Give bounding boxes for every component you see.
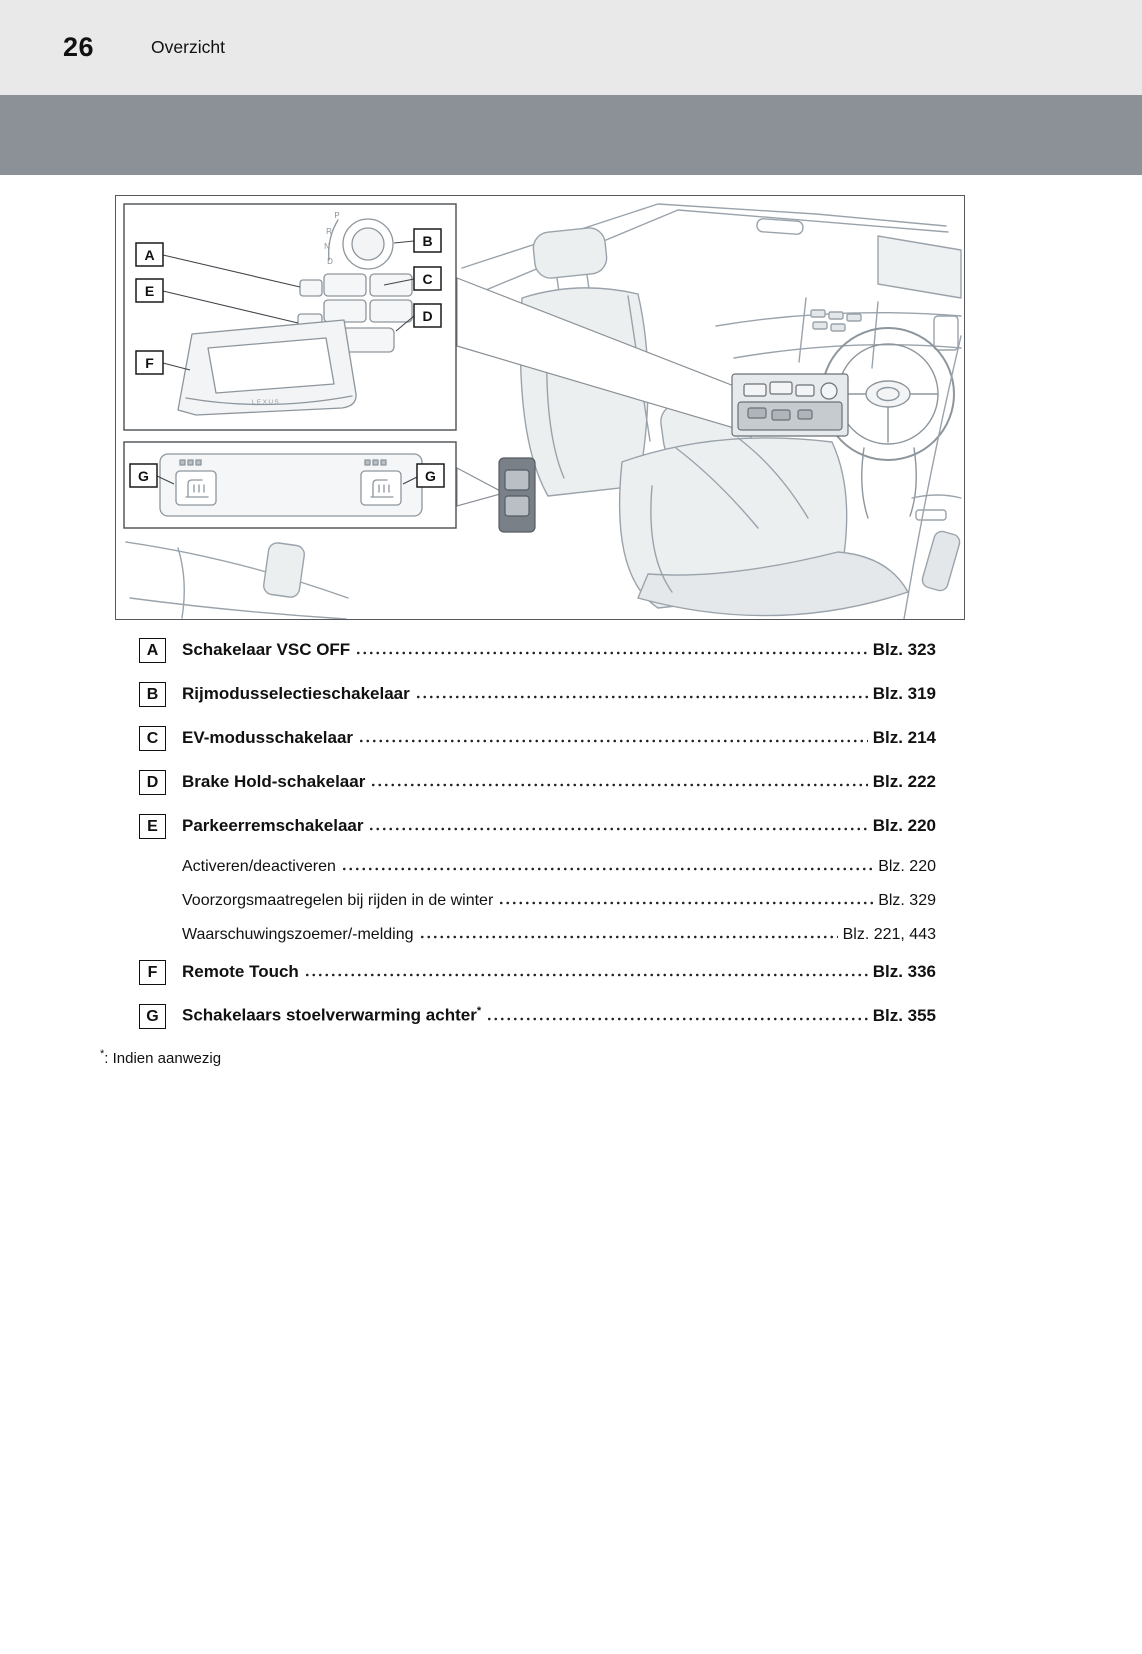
callout-badge-g-left [129,463,158,488]
callout-letter-e: E [145,283,154,299]
index-row-g: G Schakelaars stoelverwarming achter* Bl… [139,1004,936,1029]
index-label: Waarschuwingszoemer/-melding [182,926,414,943]
index-label: Schakelaars stoelverwarming achter* [182,1004,482,1025]
gear-label-p: P [334,211,339,220]
index-row-b: B Rijmodusselectieschakelaar Blz. 319 [139,682,936,707]
footnote-marker: * [476,1004,482,1017]
dotted-leader [486,1016,868,1021]
footnote-text: Indien aanwezig [112,1050,222,1067]
page-reference: Blz. 355 [872,1005,936,1025]
callout-badge-f [135,350,164,375]
footnote-marker: * [100,1048,105,1060]
index-row-d: D Brake Hold-schakelaar Blz. 222 [139,770,936,795]
callout-badge: E [139,814,166,839]
callout-letter-d: D [422,308,432,324]
callout-letter-g-right: G [425,468,436,484]
callout-beam-heater [456,467,506,507]
page-number: 26 [63,32,95,62]
dotted-leader [368,826,868,831]
index-row-e: E Parkeerremschakelaar Blz. 220 [139,814,936,839]
chapter-band [0,95,1142,175]
callout-letter-g-left: G [138,468,149,484]
dotted-leader [414,694,868,699]
callout-badge: G [139,1004,166,1029]
dotted-leader [358,738,868,743]
index-subrow: Waarschuwingszoemer/-melding Blz. 221, 4… [139,926,936,944]
seat-heater-inset: G G [123,441,457,529]
page-reference: Blz. 220 [872,815,936,835]
callout-badge-d [413,303,442,328]
dotted-leader [303,972,868,977]
page-reference: Blz. 319 [872,683,936,703]
callout-badge-g-right [416,463,445,488]
callout-badge: B [139,682,166,707]
dotted-leader [418,935,838,939]
passenger-seat [618,395,909,617]
page-reference: Blz. 323 [872,639,936,659]
page-reference: Blz. 214 [872,727,936,747]
callout-badge: F [139,960,166,985]
console-inset: P R N D LEXUS [123,203,457,431]
index-label: Voorzorgsmaatregelen bij rijden in de wi… [182,892,494,909]
dotted-leader [355,650,868,655]
callout-badge: D [139,770,166,795]
callout-badge-e [135,278,164,303]
interior-illustration: P R N D LEXUS [123,203,962,620]
index-row-c: C EV-modusschakelaar Blz. 214 [139,726,936,751]
gear-label-d: D [327,257,333,266]
component-index: A Schakelaar VSC OFF Blz. 323 B Rijmodus… [139,638,936,1029]
interior-overview-figure: P R N D LEXUS [115,195,965,620]
callout-badge-c [413,266,442,291]
callout-badge: C [139,726,166,751]
gear-label-n: N [324,242,330,251]
console-closeup [731,373,849,437]
gear-label-r: R [326,227,332,236]
footnote: *: Indien aanwezig [100,1048,1142,1067]
index-row-a: A Schakelaar VSC OFF Blz. 323 [139,638,936,663]
callout-letter-c: C [422,271,432,287]
index-label: Brake Hold-schakelaar [182,771,366,791]
page-reference: Blz. 329 [878,892,936,909]
index-label: Rijmodusselectieschakelaar [182,683,410,703]
index-label: Schakelaar VSC OFF [182,639,351,659]
page-reference: Blz. 222 [872,771,936,791]
index-subrow: Voorzorgsmaatregelen bij rijden in de wi… [139,892,936,910]
index-label: Remote Touch [182,961,299,981]
dotted-leader [498,901,874,905]
lexus-pad-logo: LEXUS [252,399,280,406]
callout-badge-b [413,228,442,253]
footnote-colon: : [104,1050,109,1067]
index-subrow: Activeren/deactiveren Blz. 220 [139,858,936,876]
index-label: EV-modusschakelaar [182,727,354,747]
dotted-leader [340,867,874,871]
page-reference: Blz. 220 [878,858,936,875]
callout-letter-f: F [145,355,154,371]
callout-letter-b: B [422,233,432,249]
callout-badge: A [139,638,166,663]
page-reference: Blz. 221, 443 [842,926,936,943]
index-row-f: F Remote Touch Blz. 336 [139,960,936,985]
section-title: Overzicht [151,37,225,57]
page-header: 26 Overzicht [0,0,1142,95]
seat-heater-panel [498,457,536,533]
index-label: Activeren/deactiveren [182,858,336,875]
callout-badge-a [135,242,164,267]
callout-letter-a: A [144,247,154,263]
dotted-leader [370,782,868,787]
page-reference: Blz. 336 [872,961,936,981]
index-label: Parkeerremschakelaar [182,815,364,835]
